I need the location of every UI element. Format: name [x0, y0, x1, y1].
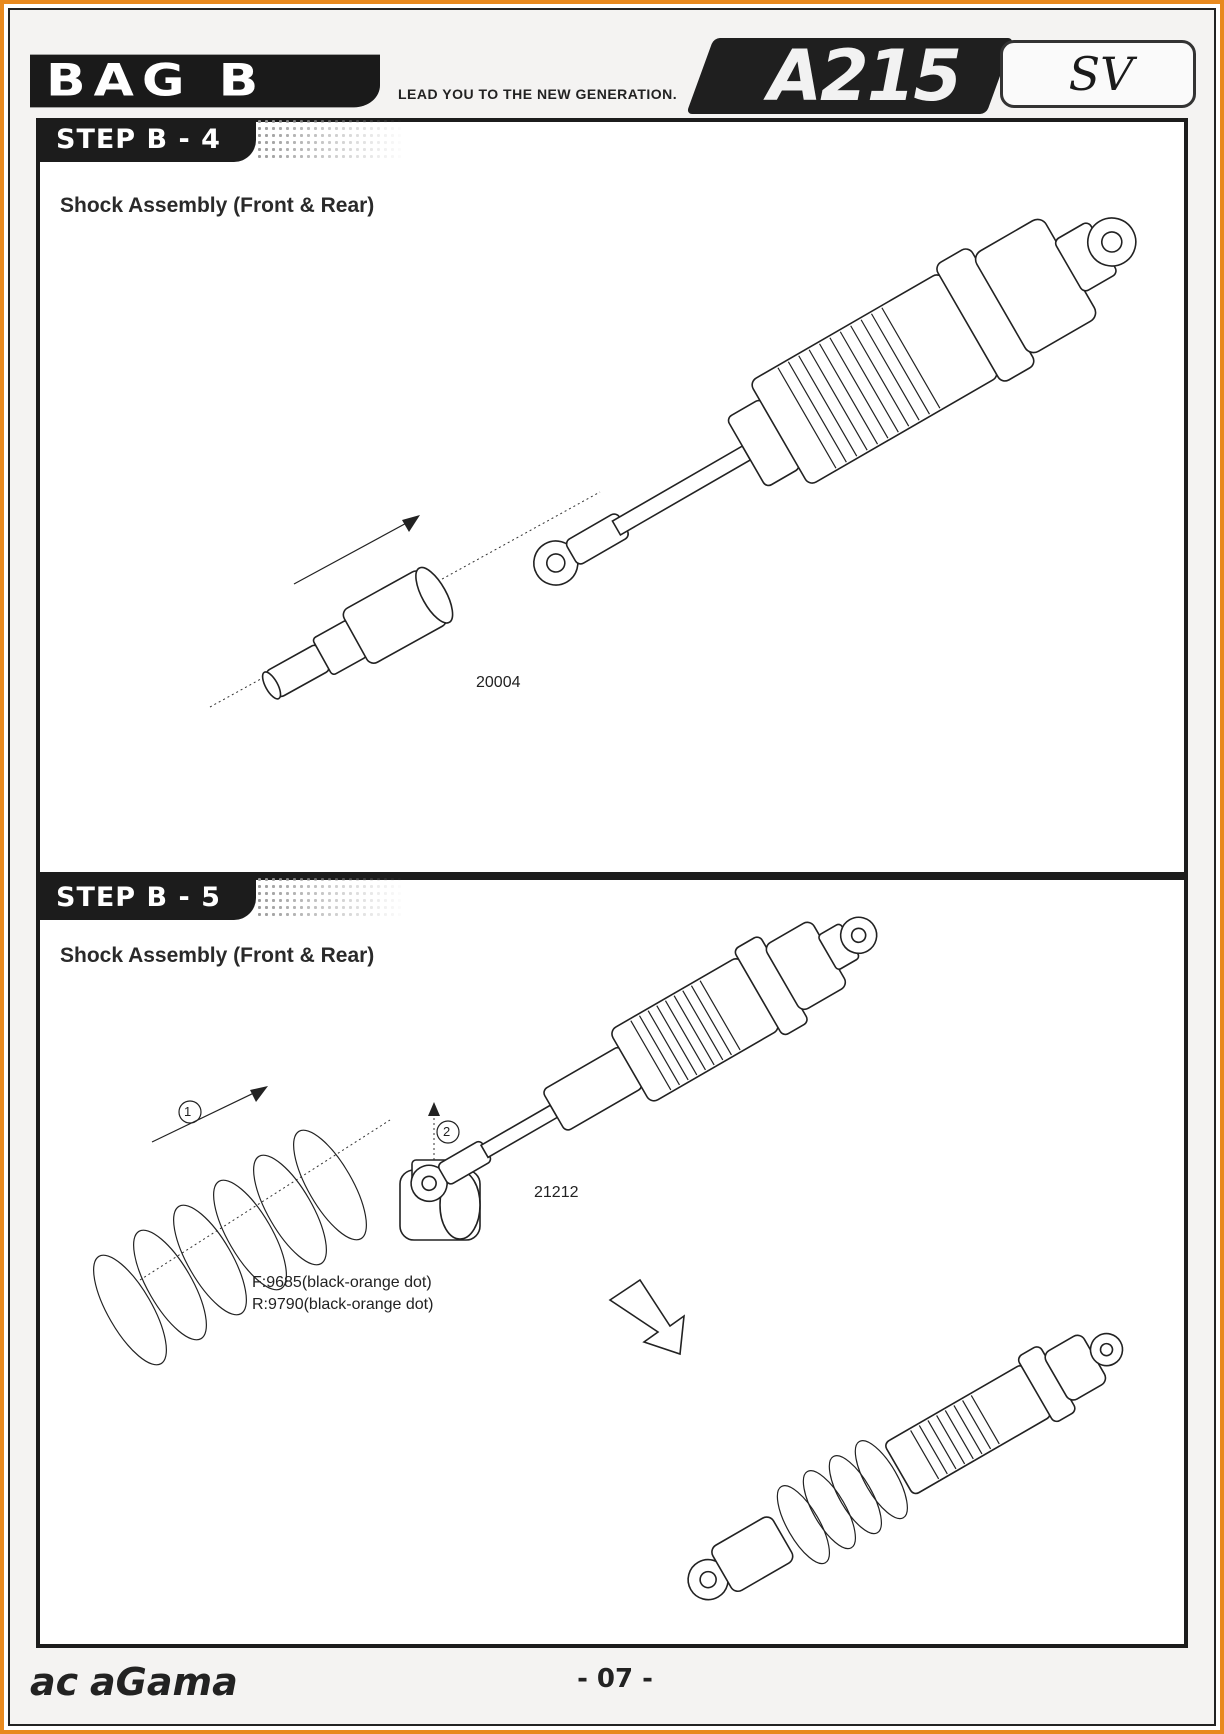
bag-title: BAG B — [30, 54, 380, 108]
step-b4-label: STEP B - 4 — [36, 118, 256, 162]
sv-logo-text: SV — [1068, 47, 1134, 101]
step-b5-dots — [256, 876, 406, 920]
part-number-21212: 21212 — [534, 1184, 579, 1201]
result-arrow-icon — [608, 1278, 685, 1356]
step-b4-heading: Shock Assembly (Front & Rear) — [60, 194, 375, 217]
step-b4-dots — [256, 118, 406, 162]
assembled-shock — [687, 1332, 1124, 1601]
shock-assembly-diagram-b4 — [209, 217, 1137, 708]
shock-tool-20004 — [261, 566, 454, 700]
step-b5-panel: STEP B - 5 Shock Assembly (Front & Rear)… — [36, 876, 1188, 1648]
page-number: - 07 - — [577, 1664, 653, 1694]
part-number-20004: 20004 — [476, 674, 521, 691]
step-b5-label: STEP B - 5 — [36, 876, 256, 920]
spring-note-front: F:9685(black-orange dot) — [252, 1274, 432, 1291]
tagline: LEAD YOU TO THE NEW GENERATION. — [398, 86, 678, 102]
shock-assembly-diagram-b5 — [93, 916, 1124, 1601]
spring-note-rear: R:9790(black-orange dot) — [252, 1296, 434, 1313]
arrow-1-icon — [151, 1086, 268, 1143]
shock-body-b5 — [410, 916, 878, 1203]
shock-spring — [93, 1129, 367, 1366]
arrow-2-icon — [428, 1102, 460, 1170]
callout-1: 1 — [184, 1104, 192, 1119]
agama-mark-icon: ac — [30, 1660, 79, 1704]
step-b4-panel: STEP B - 4 Shock Assembly (Front & Rear)… — [36, 118, 1188, 876]
shock-body-b4 — [533, 217, 1137, 586]
callout-2: 2 — [443, 1124, 451, 1139]
insert-arrow-icon — [293, 515, 420, 585]
brand-name: aGama — [90, 1660, 238, 1704]
sv-badge — [1000, 40, 1196, 108]
model-logo: A215 — [767, 35, 962, 117]
step-b5-heading: Shock Assembly (Front & Rear) — [60, 944, 375, 967]
